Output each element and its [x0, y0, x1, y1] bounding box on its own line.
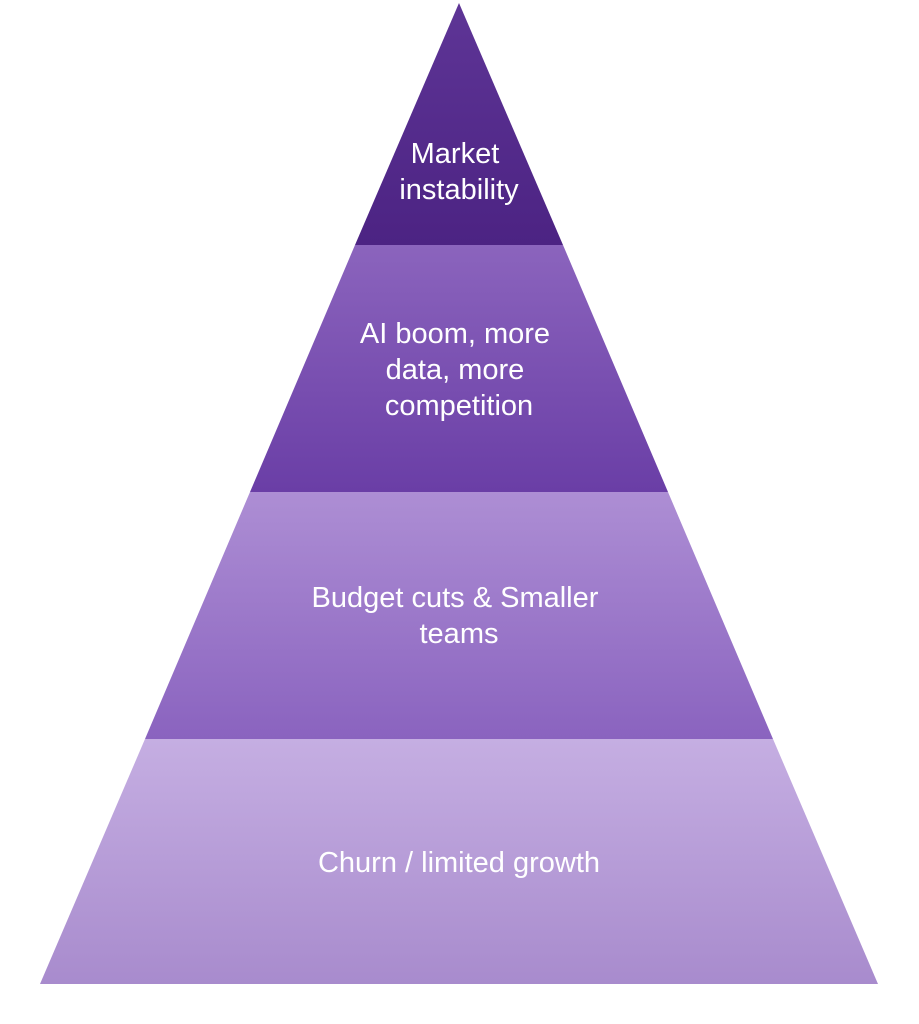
pyramid-tier-2: AI boom, more data, more competition — [250, 245, 668, 492]
pyramid-tier-3-line-1: Budget cuts & Smaller — [312, 582, 599, 614]
pyramid-tier-2-line-1: AI boom, more — [360, 318, 550, 350]
pyramid-tier-4-line-1: Churn / limited growth — [318, 847, 600, 879]
pyramid-tier-3: Budget cuts & Smaller teams — [145, 492, 773, 739]
pyramid-tier-2-line-2: data, more — [386, 354, 525, 386]
pyramid-tier-4-shape — [40, 739, 878, 984]
pyramid-tier-2-label: AI boom, more data, more competition — [360, 318, 558, 422]
pyramid-tier-1-line-1: Market — [411, 138, 500, 170]
pyramid-tier-1-line-2: instability — [399, 174, 519, 206]
pyramid-tier-3-label: Budget cuts & Smaller teams — [312, 582, 607, 650]
pyramid-tier-1-shape — [355, 3, 563, 245]
pyramid-tier-2-line-3: competition — [385, 390, 533, 422]
pyramid-tier-1-label: Market instability — [399, 138, 519, 206]
pyramid-tier-4-label: Churn / limited growth — [318, 847, 600, 879]
pyramid-tier-2-shape — [250, 245, 668, 492]
pyramid-tier-3-line-2: teams — [420, 618, 499, 650]
pyramid-tier-3-shape — [145, 492, 773, 739]
pyramid-tier-4: Churn / limited growth — [40, 739, 878, 984]
pyramid-tier-1: Market instability — [355, 3, 563, 245]
